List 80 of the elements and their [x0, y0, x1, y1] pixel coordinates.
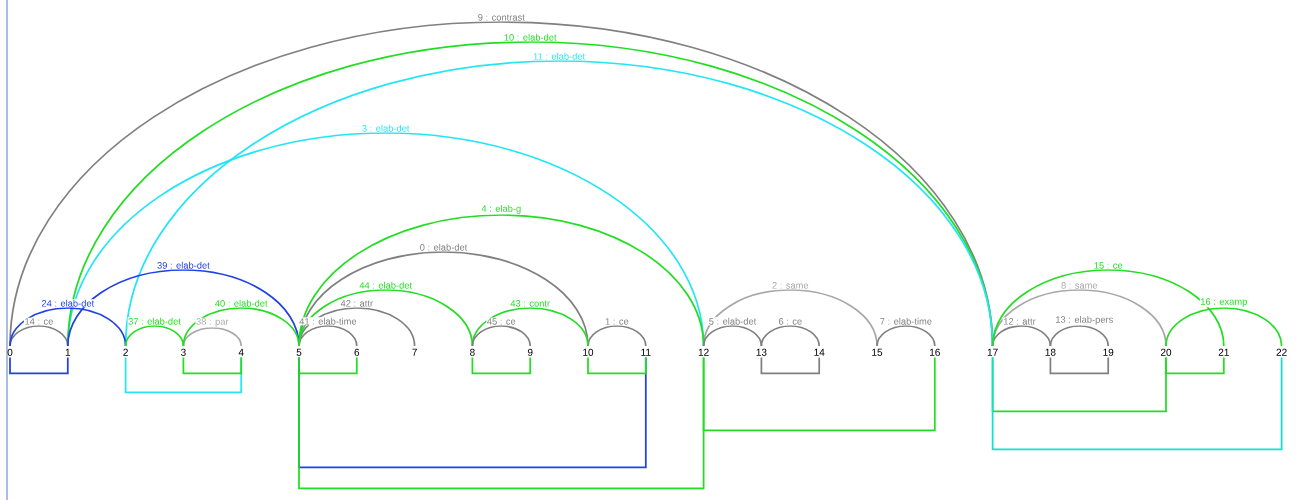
bracket-line	[1049, 356, 1110, 375]
node-number: 5	[296, 348, 302, 356]
edge-label: 16 : examp	[1199, 297, 1248, 308]
edge-label: 38 : par	[195, 317, 230, 328]
edge-label: 0 : elab-det	[419, 243, 468, 252]
node-number: 13	[756, 348, 767, 356]
bracket-line	[298, 356, 705, 490]
arc	[9, 307, 127, 347]
arc	[876, 325, 936, 347]
node-number: 9	[527, 348, 533, 356]
node-number: 18	[1045, 348, 1056, 356]
bracket-line	[702, 356, 936, 432]
arc	[702, 325, 763, 347]
bracket-line	[471, 356, 532, 375]
arc	[66, 269, 300, 347]
node-number: 19	[1103, 348, 1114, 356]
edge-label: 9 : contrast	[477, 13, 526, 22]
node-number: 12	[698, 348, 709, 356]
edge-label: 2 : same	[771, 281, 810, 290]
arc	[991, 325, 1052, 347]
edge-label: 7 : elab-time	[879, 317, 933, 326]
bracket-line	[760, 356, 821, 375]
edge-label: 37 : elab-det	[127, 317, 182, 326]
edge-label: 43 : contr	[509, 299, 551, 308]
node-number: 8	[470, 348, 475, 356]
node-number: 2	[123, 348, 128, 356]
arc	[991, 269, 1225, 347]
edge-label: 45 : ce	[486, 317, 517, 326]
node-number: 17	[987, 348, 998, 356]
edge-label: 11 : elab-det	[532, 52, 586, 61]
node-number: 0	[7, 348, 13, 356]
arc	[182, 307, 300, 347]
bracket-line	[991, 356, 1283, 451]
arc	[1049, 325, 1110, 347]
edge-label: 1 : ce	[604, 317, 630, 326]
node-number: 11	[641, 348, 651, 356]
arc	[760, 325, 821, 347]
edge-label: 39 : elab-det	[156, 261, 211, 270]
node-number: 7	[412, 348, 417, 356]
arc	[298, 325, 358, 347]
bracket-line	[124, 356, 243, 394]
node-number: 6	[354, 348, 360, 356]
bracket-line	[587, 356, 647, 375]
arc	[182, 327, 243, 347]
edge-label: 40 : elab-det	[214, 299, 269, 308]
node-number: 16	[930, 348, 940, 356]
bracket-line	[1165, 356, 1225, 375]
edge-label: 4 : elab-g	[480, 204, 522, 215]
node-number: 20	[1160, 348, 1172, 356]
edge-label: 12 : attr	[1002, 317, 1037, 326]
edge-label: 44 : elab-det	[358, 281, 413, 290]
edge-label: 5 : elab-det	[708, 317, 757, 326]
bracket-line	[182, 356, 243, 375]
edge-label: 3 : elab-det	[361, 124, 410, 133]
edge-label: 15 : ce	[1093, 261, 1124, 270]
edge-label: 8 : same	[1060, 281, 1099, 290]
edge-label: 24 : elab-det	[40, 299, 95, 308]
node-number: 1	[65, 348, 71, 356]
arc	[124, 325, 185, 347]
arc	[587, 325, 647, 347]
edge-label: 14 : ce	[23, 317, 54, 326]
node-number: 14	[814, 348, 825, 356]
node-number: 10	[583, 348, 594, 356]
node-number: 3	[181, 348, 186, 356]
arc	[298, 307, 416, 347]
edge-label: 6 : ce	[777, 317, 803, 326]
node-number: 22	[1276, 348, 1287, 356]
arc	[298, 289, 474, 347]
bracket-line	[298, 356, 358, 375]
arc	[471, 325, 532, 347]
node-number: 15	[872, 348, 883, 356]
node-number: 21	[1218, 348, 1229, 356]
bracket-line	[9, 356, 69, 375]
edge-label: 42 : attr	[340, 299, 374, 308]
edge-label: 13 : elab-pers	[1054, 315, 1114, 326]
arc	[471, 307, 589, 347]
edge-label: 41 : elab-time	[298, 317, 358, 326]
edge-label: 10 : elab-det	[503, 33, 558, 42]
arc	[1165, 307, 1283, 347]
node-number: 4	[238, 348, 244, 356]
